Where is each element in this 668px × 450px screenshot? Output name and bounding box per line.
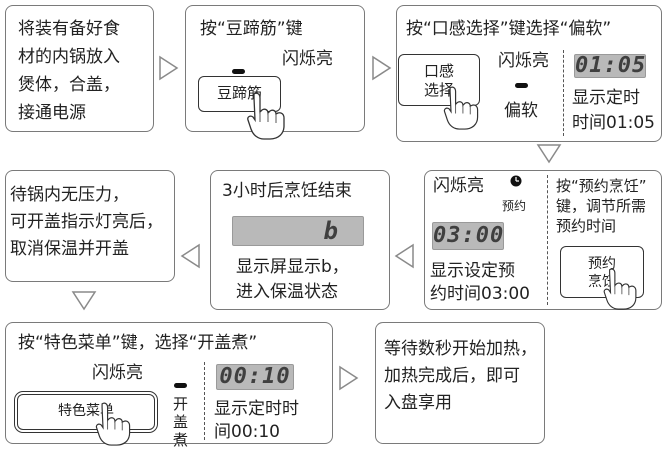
arrow-right-1: [159, 55, 179, 81]
arrow-down-1: [536, 144, 562, 164]
step2-key-label: 豆蹄筋: [216, 84, 262, 102]
step3-indicator-light: [515, 83, 528, 88]
arrow-left-1: [394, 243, 414, 269]
step7-divider: [204, 362, 205, 440]
step4-caption-1: 显示设定预: [430, 261, 515, 281]
step7-caption-1: 显示定时时: [214, 399, 299, 419]
step8-line-1: 等待数秒开始加热，: [384, 339, 537, 359]
step2-key-button[interactable]: 豆蹄筋: [198, 76, 281, 112]
step6-box: [5, 170, 175, 282]
step1-line-3: 煲体，合盖，: [18, 75, 120, 95]
step3-key-label-1: 口感: [423, 62, 454, 80]
step3-key-button[interactable]: 口感 选择: [398, 54, 480, 106]
step4-key-label-2: 烹饪: [588, 274, 616, 290]
step3-caption-1: 显示定时: [572, 88, 640, 108]
step7-title: 按“特色菜单”键，选择“开盖煮”: [18, 333, 258, 353]
step7-mode-char-1: 开: [173, 395, 189, 413]
step3-indicator-label: 闪烁亮: [498, 51, 549, 71]
step5-title: 3小时后烹饪结束: [222, 181, 352, 201]
step8-line-2: 加热完成后，即可: [384, 366, 520, 386]
step7-indicator-light: [174, 383, 187, 388]
step2-indicator-light: [232, 69, 245, 74]
step6-line-3: 取消保温并开盖: [10, 239, 129, 259]
step4-divider: [547, 175, 548, 305]
arrow-right-2: [372, 55, 392, 81]
step3-title: 按“口感选择”键选择“偏软”: [406, 19, 612, 39]
finger-press-icon: [247, 92, 285, 140]
step6-line-2: 可开盖指示灯亮后，: [10, 212, 163, 232]
clock-icon: [510, 175, 522, 187]
step6-line-1: 待锅内无压力，: [10, 185, 129, 205]
step7-mode-char-3: 煮: [173, 431, 189, 449]
step3-caption-2: 时间01:05: [572, 113, 655, 133]
step3-key-label-2: 选择: [423, 81, 454, 99]
step3-mode-label: 偏软: [504, 101, 538, 121]
step7-key-label: 特色菜单: [58, 403, 114, 419]
step1-line-4: 接通电源: [18, 103, 86, 123]
step7-caption-2: 间00:10: [214, 422, 280, 442]
arrow-down-2: [71, 291, 97, 311]
step7-indicator-label: 闪烁亮: [92, 363, 143, 383]
step4-caption-2: 约时间03:00: [430, 284, 530, 304]
step7-mode-char-2: 盖: [173, 413, 189, 431]
step4-clock-label: 预约: [502, 199, 527, 213]
step4-indicator-label: 闪烁亮: [433, 176, 484, 196]
step4-instruction-3: 预约时间: [556, 217, 617, 235]
finger-press-icon: [95, 402, 131, 446]
step4-lcd-display: 03:00: [432, 222, 505, 250]
step5-lcd-display: b: [232, 216, 364, 246]
step2-title: 按“豆蹄筋”键: [200, 19, 303, 39]
step4-key-label-1: 预约: [588, 256, 616, 272]
step8-line-3: 入盘享用: [384, 393, 452, 413]
step7-lcd-display: 00:10: [216, 364, 294, 390]
step8-box: [375, 322, 545, 444]
step3-lcd-display: 01:05: [574, 53, 647, 78]
step2-indicator-label: 闪烁亮: [282, 49, 333, 69]
step4-instruction-2: 键，调节所需: [556, 197, 647, 215]
step1-line-2: 材的内锅放入: [18, 47, 120, 67]
arrow-left-2: [180, 243, 200, 269]
finger-press-icon: [443, 86, 479, 130]
step4-instruction-1: 按“预约烹饪”: [556, 177, 647, 195]
step7-key-button[interactable]: 特色菜单: [14, 391, 158, 433]
step3-divider: [563, 50, 564, 136]
step5-caption-2: 进入保温状态: [236, 282, 338, 302]
step1-box: [5, 5, 154, 132]
step1-line-1: 将装有备好食: [18, 19, 120, 39]
arrow-right-3: [339, 365, 359, 391]
step5-caption-1: 显示屏显示b，: [236, 257, 349, 277]
finger-press-icon: [603, 268, 637, 310]
